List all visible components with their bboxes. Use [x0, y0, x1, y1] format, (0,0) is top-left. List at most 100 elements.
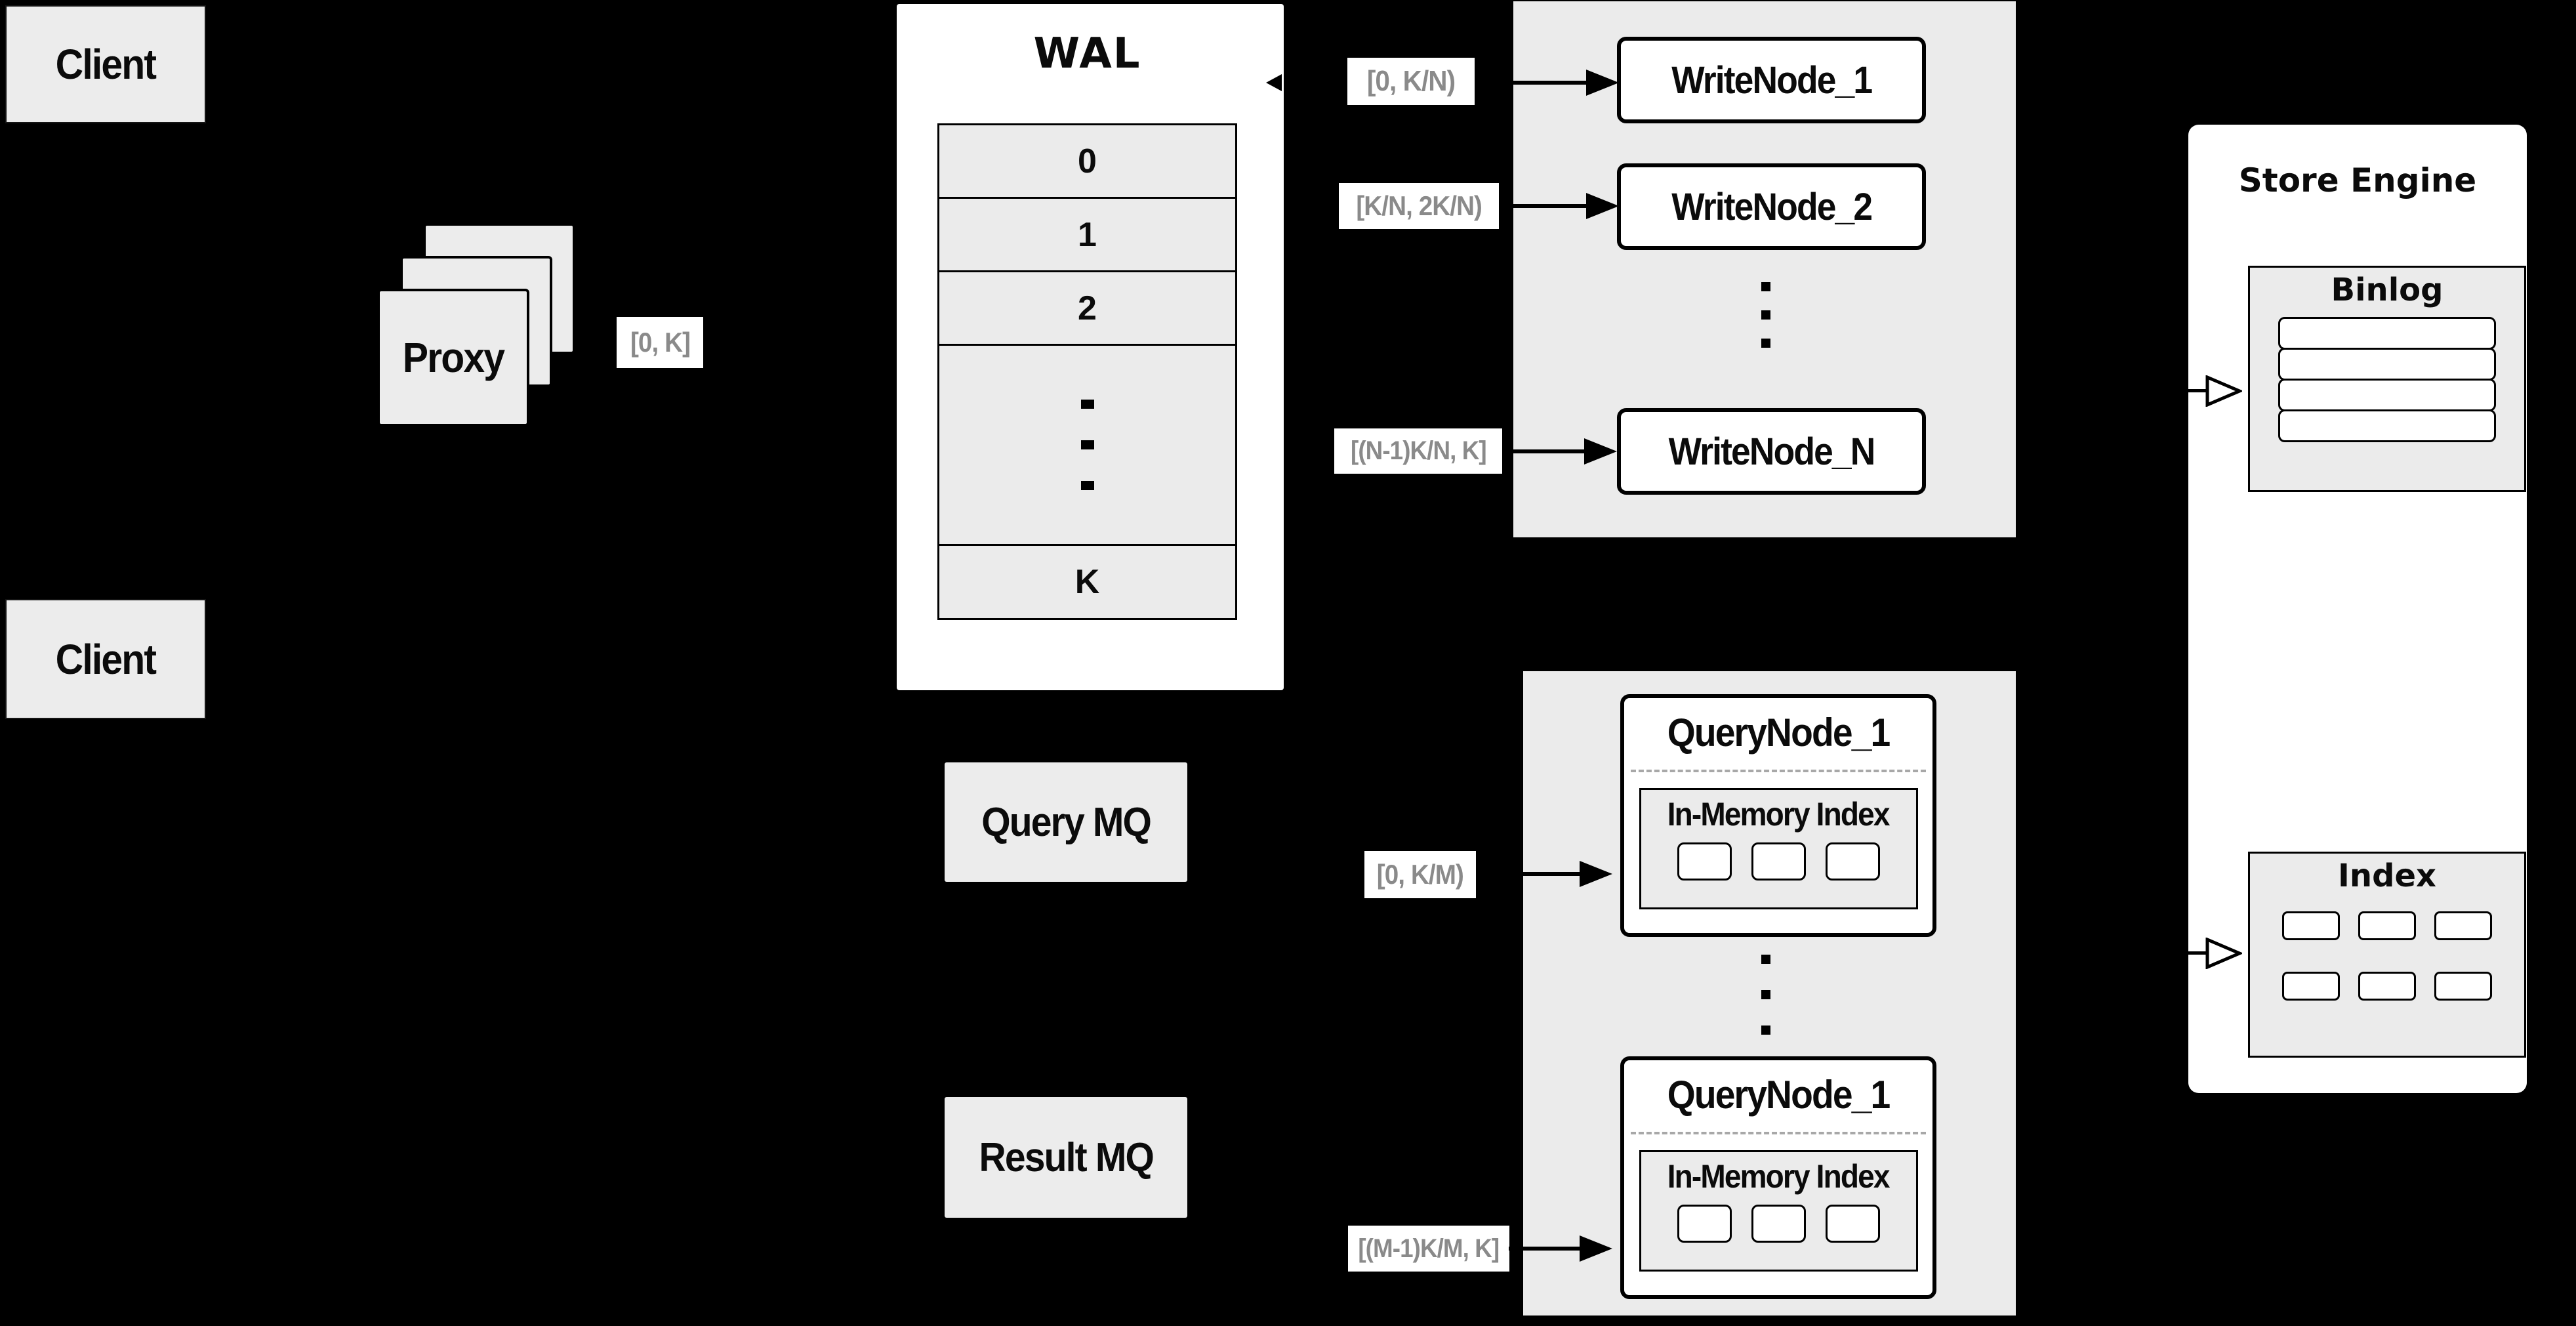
result-mq-box: Result MQ: [945, 1097, 1187, 1218]
ellipsis-dot: [1080, 481, 1094, 490]
binlog-title-text: Binlog: [2331, 272, 2443, 308]
write-node-2: WriteNode_2: [1617, 163, 1926, 250]
dashed-separator: [1631, 1132, 1926, 1134]
binlog-row: [2278, 317, 2496, 350]
wal-row-0: 0: [937, 123, 1237, 199]
write-node-n: WriteNode_N: [1617, 408, 1926, 495]
segment-squares: [1641, 842, 1916, 881]
range-label-query-m-text: [(M-1)K/M, K]: [1358, 1233, 1500, 1263]
index-square: [2434, 911, 2492, 940]
wal-title: WAL: [937, 26, 1237, 81]
wal-row-1: 1: [937, 197, 1237, 272]
binlog-box: Binlog: [2248, 266, 2526, 492]
dashed-separator: [1631, 770, 1926, 772]
range-label-write-2: [K/N, 2K/N): [1339, 183, 1499, 229]
proxy-box: Proxy: [377, 289, 529, 426]
binlog-rows: [2250, 317, 2524, 442]
segment-square: [1825, 842, 1880, 881]
query-mq-box: Query MQ: [945, 762, 1187, 882]
range-label-query-m: [(M-1)K/M, K]: [1348, 1226, 1509, 1272]
segment-square: [1677, 1205, 1732, 1243]
arrow-line: [1502, 449, 1584, 453]
write-node-2-label: WriteNode_2: [1671, 185, 1873, 228]
ellipsis-dot: [1080, 400, 1094, 409]
index-squares: [2250, 911, 2524, 1001]
wal-table: 0 1 2 K: [937, 123, 1237, 620]
index-square: [2434, 972, 2492, 1001]
client-bottom-box: Client: [5, 599, 206, 719]
query-node-top: QueryNode_1 In-Memory Index: [1620, 694, 1936, 937]
segment-squares: [1641, 1205, 1916, 1243]
wal-row-k-text: K: [1074, 563, 1100, 601]
arrow-head: [1580, 861, 1612, 887]
arrow-head: [1586, 193, 1619, 219]
ellipsis-dot: [1761, 955, 1770, 964]
range-label-write-2-text: [K/N, 2K/N): [1356, 190, 1482, 221]
hollow-arrow-head: [2205, 375, 2242, 407]
arrow-line: [2125, 389, 2209, 392]
segment-square: [1751, 1205, 1806, 1243]
client-top-label: Client: [55, 41, 157, 88]
client-top-box: Client: [5, 5, 206, 123]
client-bottom-label: Client: [55, 635, 157, 683]
range-label-write-1: [0, K/N): [1347, 58, 1475, 105]
arrow-line: [2125, 951, 2209, 955]
range-label-query-1-text: [0, K/M): [1376, 859, 1464, 890]
segment-square: [1825, 1205, 1880, 1243]
range-label-write-n-text: [(N-1)K/N, K]: [1350, 436, 1487, 465]
index-square: [2358, 911, 2416, 940]
index-square: [2358, 972, 2416, 1001]
proxy-label: Proxy: [402, 334, 505, 381]
index-title-text: Index: [2338, 858, 2436, 894]
binlog-row: [2278, 409, 2496, 442]
store-engine-title: Store Engine: [2195, 157, 2520, 203]
in-memory-index-bottom-title: In-Memory Index: [1641, 1157, 1916, 1195]
ellipsis-dot: [1761, 310, 1770, 320]
wal-row-1-text: 1: [1078, 215, 1097, 254]
index-title: Index: [2250, 858, 2524, 894]
query-node-bottom-title: QueryNode_1: [1624, 1072, 1932, 1117]
query-node-top-title-text: QueryNode_1: [1667, 711, 1891, 755]
query-node-bottom-title-text: QueryNode_1: [1667, 1073, 1891, 1117]
arrow-head: [1584, 438, 1617, 465]
arrow-head: [1586, 70, 1619, 96]
in-memory-index-bottom-title-text: In-Memory Index: [1667, 1158, 1891, 1195]
wal-row-2: 2: [937, 270, 1237, 346]
binlog-row: [2278, 348, 2496, 381]
query-node-top-title: QueryNode_1: [1624, 710, 1932, 755]
result-mq-label: Result MQ: [979, 1134, 1154, 1180]
ellipsis-dot: [1080, 440, 1094, 449]
in-memory-index-bottom: In-Memory Index: [1639, 1150, 1918, 1272]
write-node-1: WriteNode_1: [1617, 37, 1926, 123]
in-memory-index-top: In-Memory Index: [1639, 788, 1918, 909]
wal-row-ellipsis: [937, 344, 1237, 546]
hollow-arrow-head: [2205, 938, 2242, 969]
arrow-line: [1499, 204, 1586, 208]
ellipsis-dot: [1761, 1026, 1770, 1035]
wal-row-2-text: 2: [1078, 289, 1097, 327]
arrow-line: [1509, 1247, 1580, 1251]
write-node-1-label: WriteNode_1: [1671, 58, 1873, 102]
ellipsis-dot: [1761, 282, 1770, 291]
ellipsis-dot: [1761, 339, 1770, 348]
ellipsis-dot: [1761, 990, 1770, 999]
write-node-n-label: WriteNode_N: [1668, 430, 1876, 473]
index-box: Index: [2248, 852, 2526, 1058]
wal-title-text: WAL: [1033, 30, 1141, 78]
arrow-head: [1580, 1235, 1612, 1262]
arrow-line: [1475, 81, 1586, 85]
index-square: [2282, 911, 2340, 940]
binlog-title: Binlog: [2250, 272, 2524, 308]
range-label-write-n: [(N-1)K/N, K]: [1334, 428, 1502, 474]
segment-square: [1751, 842, 1806, 881]
wal-row-k: K: [937, 544, 1237, 620]
in-memory-index-top-title: In-Memory Index: [1641, 795, 1916, 833]
arrow-line: [1476, 872, 1580, 876]
query-mq-label: Query MQ: [981, 799, 1152, 845]
range-label-proxy: [0, K]: [617, 317, 703, 368]
query-node-bottom: QueryNode_1 In-Memory Index: [1620, 1056, 1936, 1299]
index-square: [2282, 972, 2340, 1001]
range-label-write-1-text: [0, K/N): [1366, 65, 1456, 97]
segment-square: [1677, 842, 1732, 881]
